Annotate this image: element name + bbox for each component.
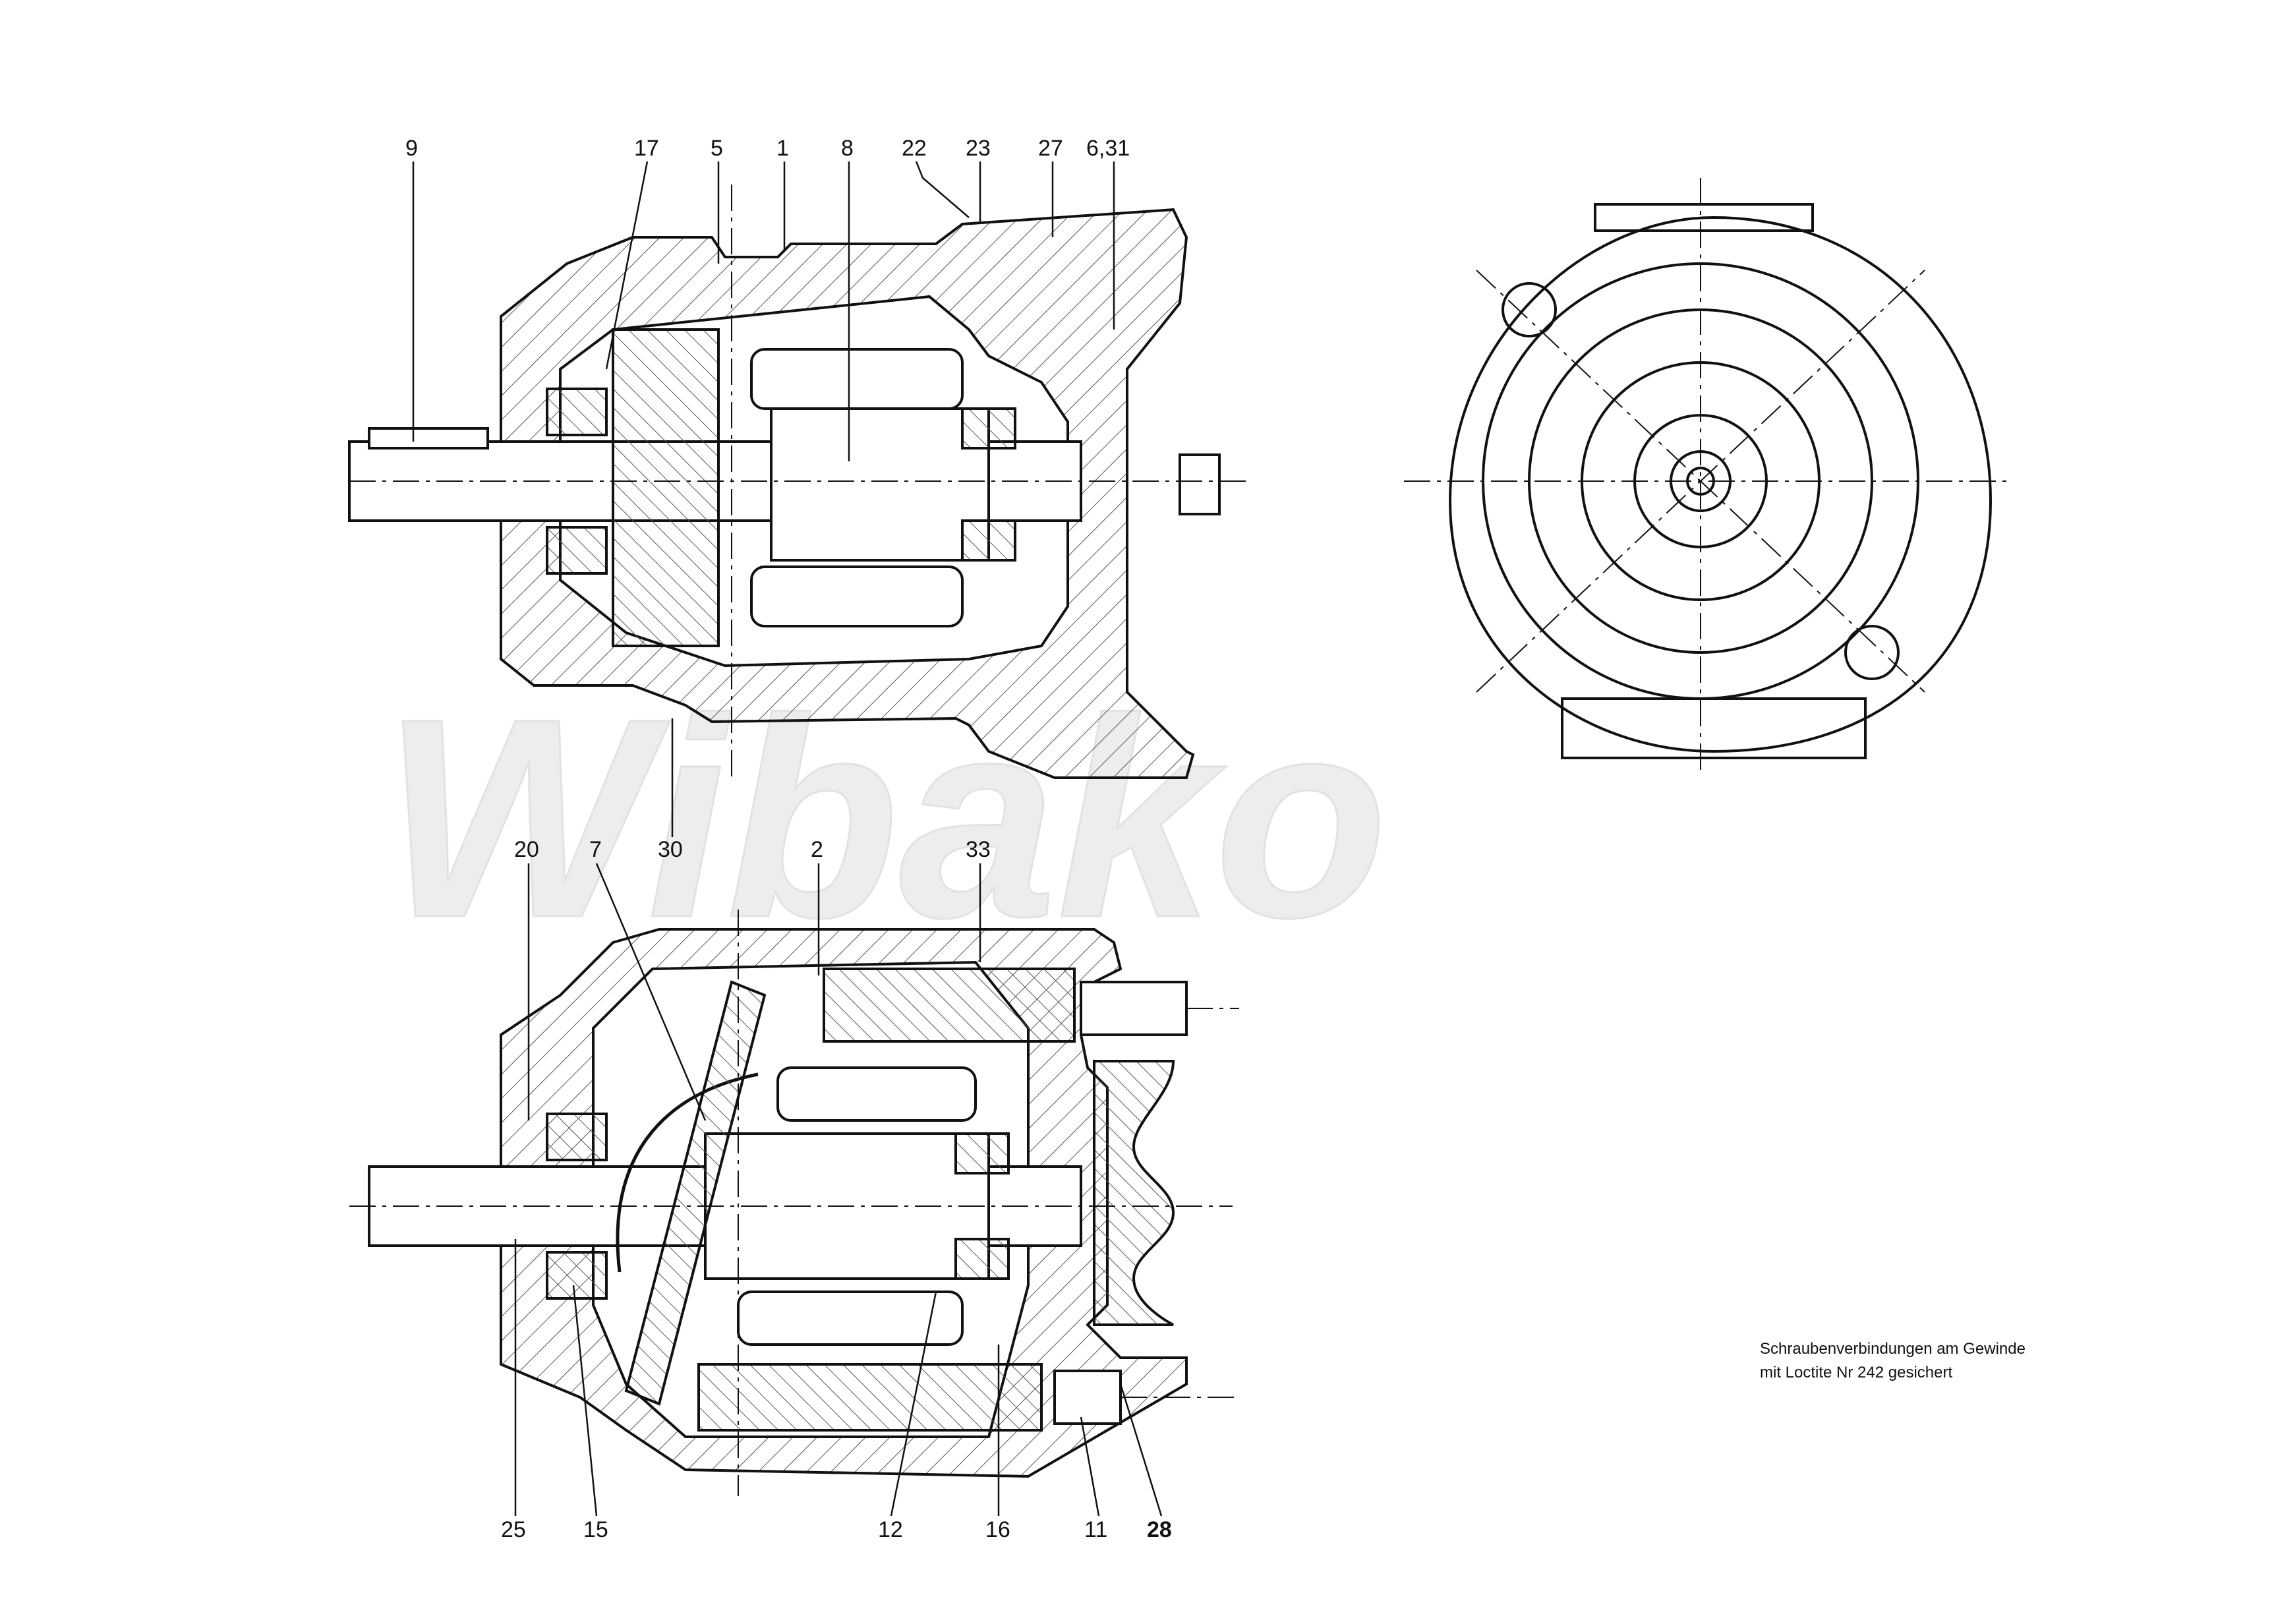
- part-label: 9: [405, 136, 418, 161]
- top-piston-upper: [750, 348, 964, 410]
- part-labels-top: 9 17 5 1 8 22 23 27 6,31: [405, 136, 1130, 161]
- part-label: 22: [902, 136, 927, 161]
- bottom-fitting-bottom: [1053, 1370, 1122, 1425]
- top-cylinder-block: [770, 407, 990, 562]
- part-label: 15: [583, 1517, 608, 1542]
- bottom-bearing-left-lower: [546, 1251, 608, 1300]
- top-section-view: [348, 185, 1252, 779]
- part-label: 16: [985, 1517, 1010, 1542]
- bottom-end-boss: [1093, 1060, 1175, 1326]
- part-label: 33: [966, 837, 991, 862]
- bottom-section-view: [349, 910, 1239, 1496]
- bottom-bearing-right-lower: [954, 1238, 1010, 1280]
- part-label: 25: [501, 1517, 526, 1542]
- bottom-bearing-left-upper: [546, 1113, 608, 1161]
- part-label: 7: [589, 837, 602, 862]
- end-view: [1404, 178, 2010, 771]
- bottom-swash-plate: [624, 980, 767, 1406]
- part-labels-bottom: 25 15 12 16 11 28: [501, 1517, 1172, 1542]
- bottom-piston-lower: [737, 1290, 964, 1346]
- end-view-bolt-hole-br: [1844, 625, 1900, 680]
- end-view-base: [1561, 697, 1867, 759]
- part-label: 8: [841, 136, 854, 161]
- top-shaft-key: [368, 427, 489, 450]
- part-label: 17: [634, 136, 659, 161]
- part-label: 27: [1038, 136, 1063, 161]
- part-label: 28: [1147, 1517, 1172, 1542]
- part-label: 23: [966, 136, 991, 161]
- part-label: 20: [514, 837, 539, 862]
- bottom-piston-upper: [776, 1066, 977, 1122]
- bottom-control-piston-bottom: [697, 1363, 1043, 1432]
- top-piston-lower: [750, 566, 964, 627]
- end-view-body: [1448, 216, 1993, 753]
- part-labels-mid: 30 20 7 2 33: [514, 837, 991, 862]
- part-label: 12: [878, 1517, 903, 1542]
- part-label: 11: [1084, 1517, 1107, 1542]
- bottom-bearing-right-upper: [954, 1132, 1010, 1174]
- part-label: 6,31: [1086, 136, 1130, 161]
- top-swash-plate: [612, 328, 720, 647]
- part-label: 30: [658, 837, 683, 862]
- bottom-control-piston-top: [823, 968, 1076, 1043]
- part-label: 2: [811, 837, 823, 862]
- top-bearing-right-upper: [961, 407, 1016, 450]
- bottom-fitting-top: [1080, 981, 1188, 1036]
- top-end-stub: [1179, 453, 1221, 515]
- part-label: 5: [711, 136, 723, 161]
- end-view-top-flange: [1594, 203, 1814, 232]
- part-label: 1: [776, 136, 789, 161]
- note-line-2: mit Loctite Nr 242 gesichert: [1760, 1364, 1952, 1381]
- note-line-1: Schraubenverbindungen am Gewinde: [1760, 1340, 2026, 1358]
- top-bearing-left-lower: [546, 526, 608, 575]
- top-bearing-left-upper: [546, 388, 608, 436]
- top-bearing-right-lower: [961, 519, 1016, 562]
- end-view-bolt-hole-tl: [1501, 282, 1557, 337]
- assembly-note: Schraubenverbindungen am Gewinde mit Loc…: [1760, 1340, 2026, 1381]
- leader-lines: [412, 161, 1163, 1517]
